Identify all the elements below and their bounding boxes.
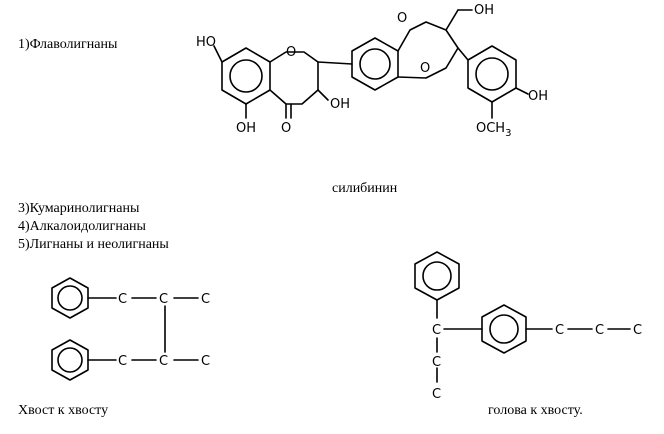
flavolignans-label: 1)Флаволигнаны xyxy=(18,37,118,52)
silybinin-ring-e-oh-label: OH xyxy=(528,89,548,104)
tail-to-tail-c3: C xyxy=(201,292,210,307)
silybinin-label: силибинин xyxy=(332,181,398,196)
head-to-tail-structure: C C C C C C xyxy=(414,251,642,402)
silybinin-c3-oh-bond xyxy=(317,89,329,101)
silybinin-c2-bond xyxy=(317,61,353,65)
tail-to-tail-caption: Хвост к хвосту xyxy=(18,403,109,418)
silybinin-oh-label: OH xyxy=(236,121,256,136)
tail-to-tail-c6: C xyxy=(201,354,210,369)
silybinin-ring-c xyxy=(269,51,319,105)
head-to-tail-c1: C xyxy=(432,323,441,338)
silybinin-ch2oh-label: OH xyxy=(474,3,494,18)
silybinin-och3-label: OCH3 xyxy=(476,121,511,139)
silybinin-structure: HO OH O OH O O O OH OH OCH3 xyxy=(196,3,548,139)
lignans-neolignans-label: 5)Лигнаны и неолигнаны xyxy=(18,237,169,252)
head-to-tail-c5: C xyxy=(595,323,604,338)
tail-to-tail-c5: C xyxy=(159,354,168,369)
head-to-tail-c3: C xyxy=(432,387,441,402)
silybinin-ring-o-label: O xyxy=(286,45,296,60)
head-to-tail-ring-top xyxy=(414,251,460,301)
tail-to-tail-ring-top xyxy=(51,277,89,319)
silybinin-dioxane-o1-label: O xyxy=(397,11,407,26)
silybinin-ring-e-oh-bond xyxy=(515,87,529,95)
silybinin-ho-label: HO xyxy=(196,35,216,50)
silybinin-ho-bond xyxy=(213,45,223,63)
head-to-tail-c2: C xyxy=(432,355,441,370)
silybinin-dioxane-o2-label: O xyxy=(420,61,430,76)
alkaloidolignans-label: 4)Алкалоидолигнаны xyxy=(18,219,146,234)
silybinin-carbonyl-o-label: O xyxy=(281,121,291,136)
head-to-tail-ring-right xyxy=(481,304,527,354)
head-to-tail-ring-right-circle xyxy=(489,314,519,344)
head-to-tail-c4: C xyxy=(555,323,564,338)
head-to-tail-caption: голова к хвосту. xyxy=(488,403,583,418)
tail-to-tail-c4: C xyxy=(118,354,127,369)
silybinin-ch2-bond xyxy=(445,9,459,31)
head-to-tail-c6: C xyxy=(633,323,642,338)
silybinin-ring-a-aromatic-circle xyxy=(229,59,263,93)
silybinin-ring-e-aromatic-circle xyxy=(475,57,509,91)
tail-to-tail-structure: C C C C C C xyxy=(51,277,210,381)
silybinin-aryl-bond xyxy=(457,47,469,61)
tail-to-tail-ring-top-circle xyxy=(57,285,83,311)
coumarinolignans-label: 3)Кумаринолигнаны xyxy=(18,201,140,216)
tail-to-tail-ring-bottom-circle xyxy=(57,347,83,373)
silybinin-ring-b-aromatic-circle xyxy=(359,48,391,80)
tail-to-tail-ring-bottom xyxy=(51,339,89,381)
tail-to-tail-c2: C xyxy=(159,292,168,307)
head-to-tail-ring-top-circle xyxy=(422,261,452,291)
silybinin-c3-oh-label: OH xyxy=(330,97,350,112)
silybinin-dioxane-ring xyxy=(397,21,459,79)
silybinin-ring-b xyxy=(351,37,399,91)
tail-to-tail-c1: C xyxy=(118,292,127,307)
